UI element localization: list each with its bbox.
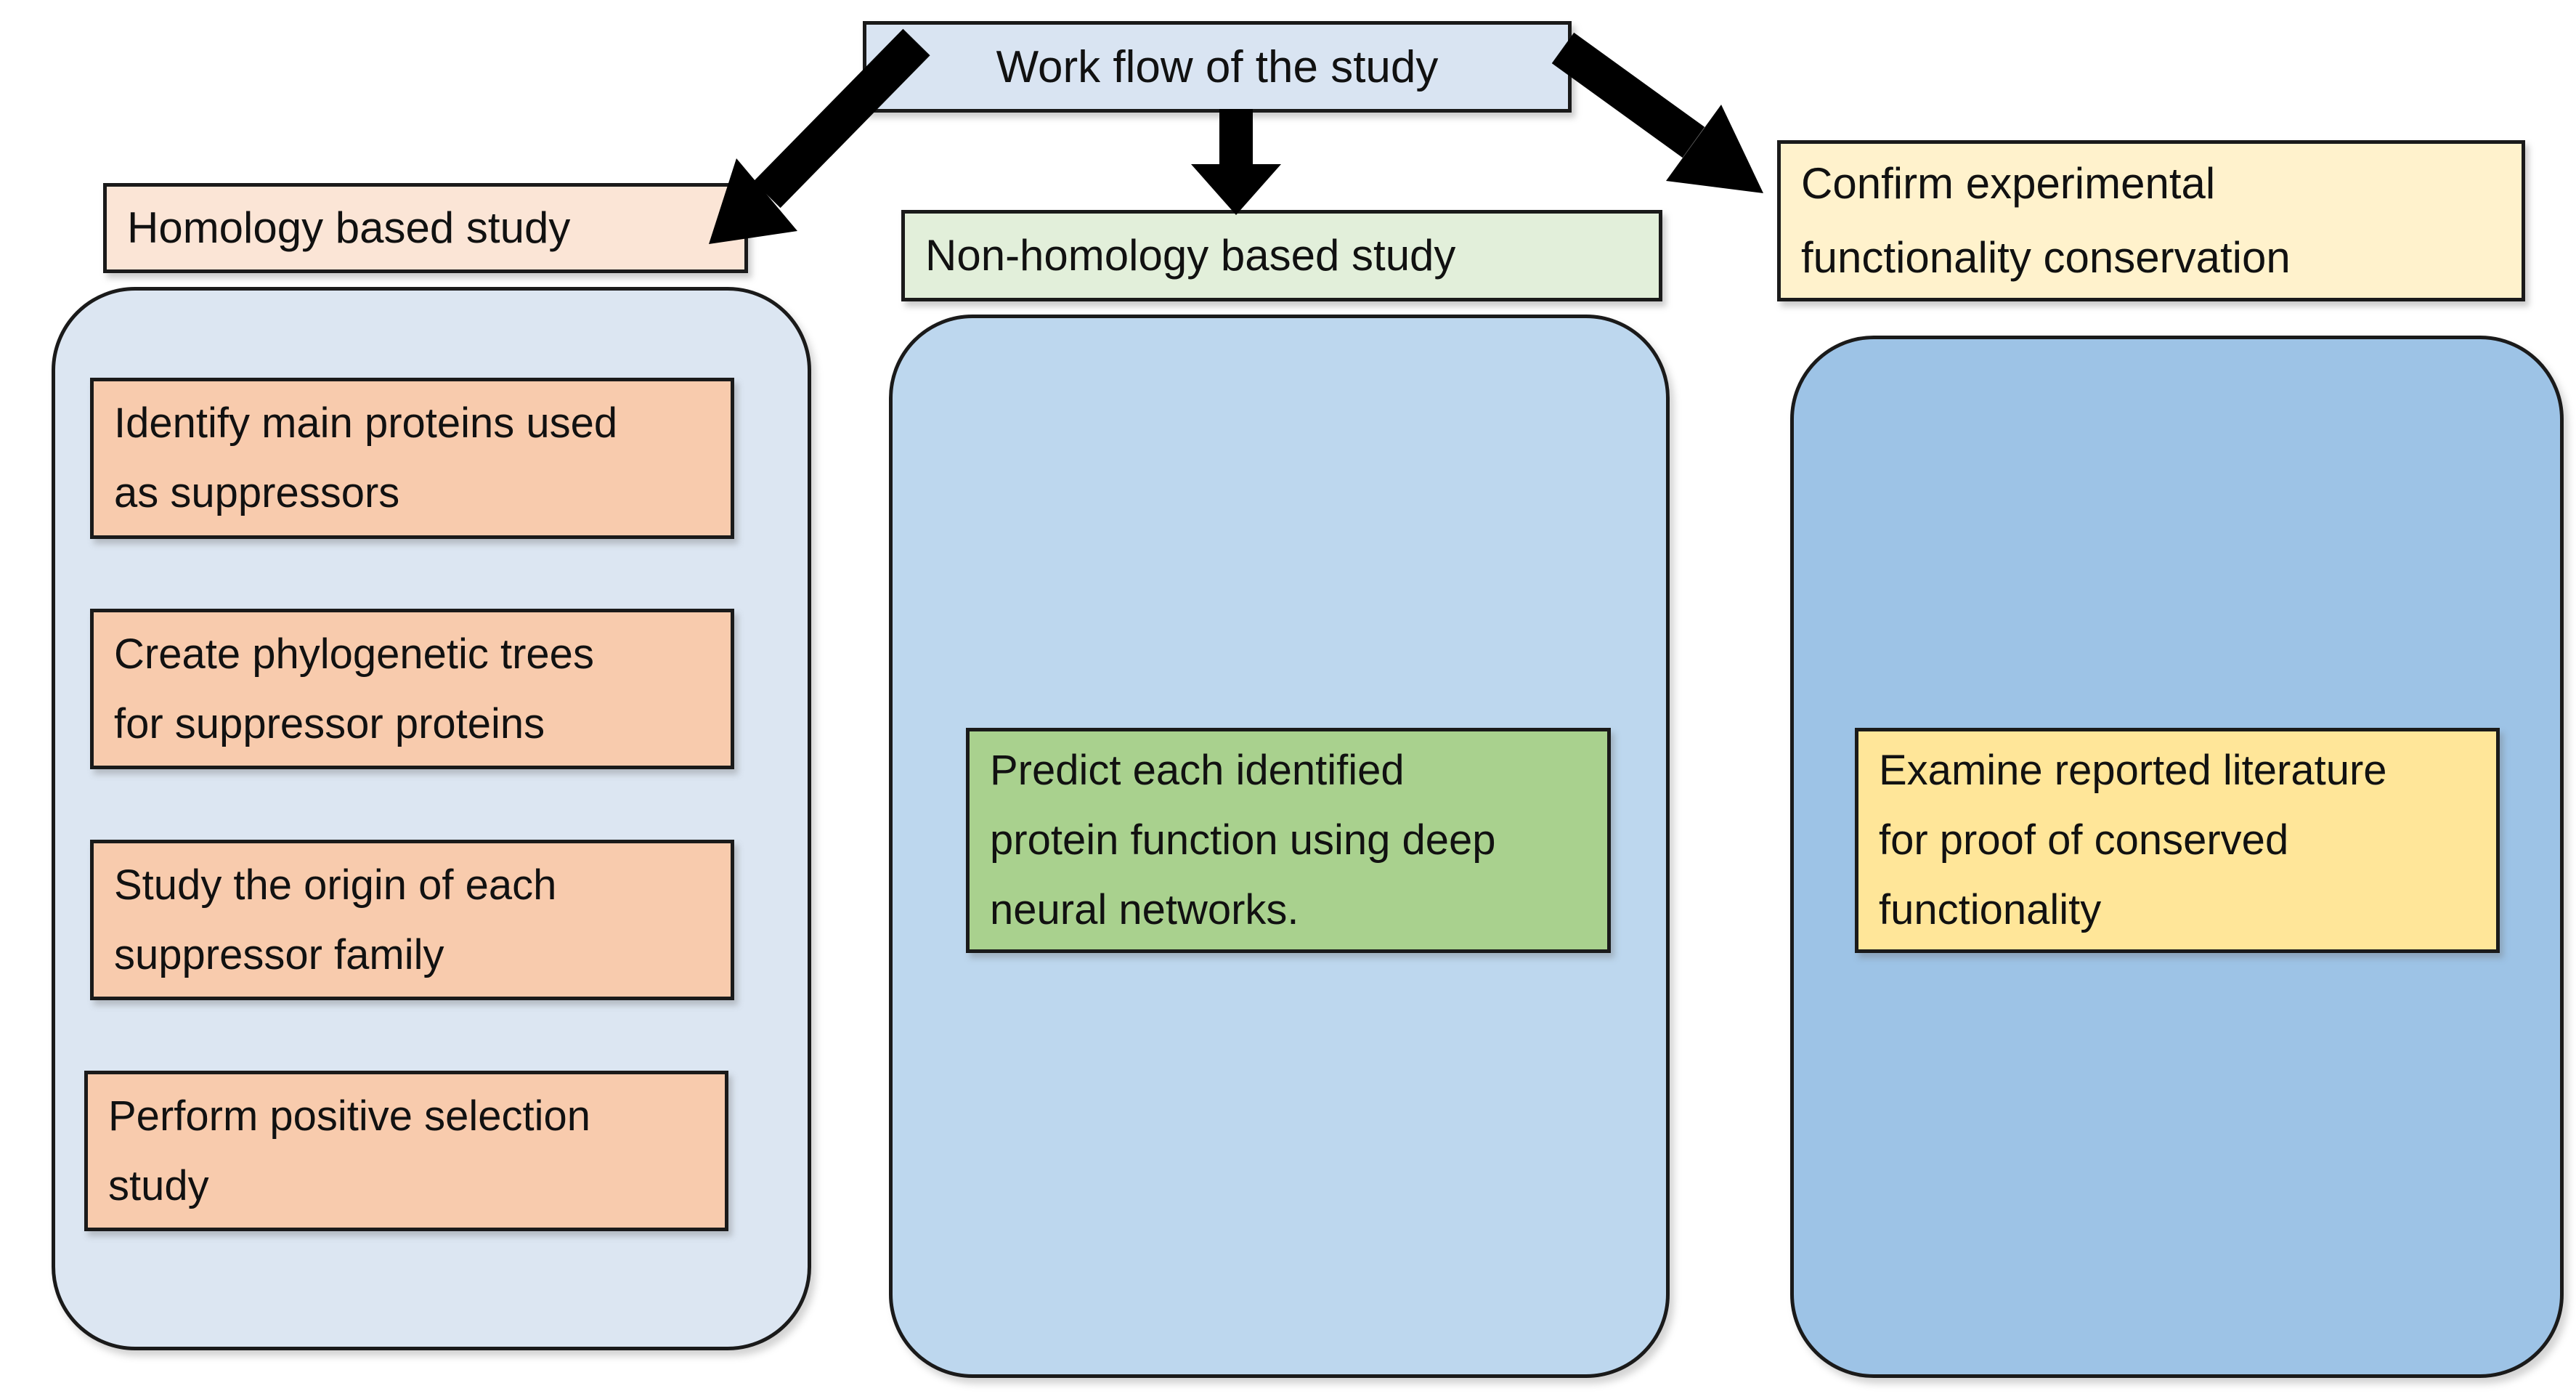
homology-step-selection: Perform positive selection study xyxy=(84,1071,728,1231)
homology-step-origin-label: Study the origin of each suppressor fami… xyxy=(114,861,557,978)
non-homology-step-predict-label: Predict each identified protein function… xyxy=(990,747,1496,933)
arrow-to-confirmation xyxy=(1551,32,1763,193)
confirmation-header-label: Confirm experimental functionality conse… xyxy=(1801,159,2291,282)
homology-step-trees: Create phylogenetic trees for suppressor… xyxy=(90,609,734,769)
homology-header: Homology based study xyxy=(103,183,748,273)
non-homology-header: Non-homology based study xyxy=(901,210,1662,301)
confirmation-step-literature: Examine reported literature for proof of… xyxy=(1855,728,2500,953)
workflow-title-box: Work flow of the study xyxy=(863,21,1572,113)
homology-step-identify: Identify main proteins used as suppresso… xyxy=(90,378,734,539)
homology-step-trees-label: Create phylogenetic trees for suppressor… xyxy=(114,630,594,747)
homology-step-identify-label: Identify main proteins used as suppresso… xyxy=(114,400,618,516)
non-homology-header-label: Non-homology based study xyxy=(925,231,1456,280)
workflow-title-label: Work flow of the study xyxy=(996,41,1439,92)
confirmation-step-literature-label: Examine reported literature for proof of… xyxy=(1879,747,2387,933)
homology-step-origin: Study the origin of each suppressor fami… xyxy=(90,840,734,1000)
confirmation-header: Confirm experimental functionality conse… xyxy=(1777,140,2525,301)
arrow-to-non-homology xyxy=(1191,109,1281,215)
non-homology-step-predict: Predict each identified protein function… xyxy=(966,728,1611,953)
homology-header-label: Homology based study xyxy=(127,203,571,252)
homology-step-selection-label: Perform positive selection study xyxy=(108,1092,591,1209)
